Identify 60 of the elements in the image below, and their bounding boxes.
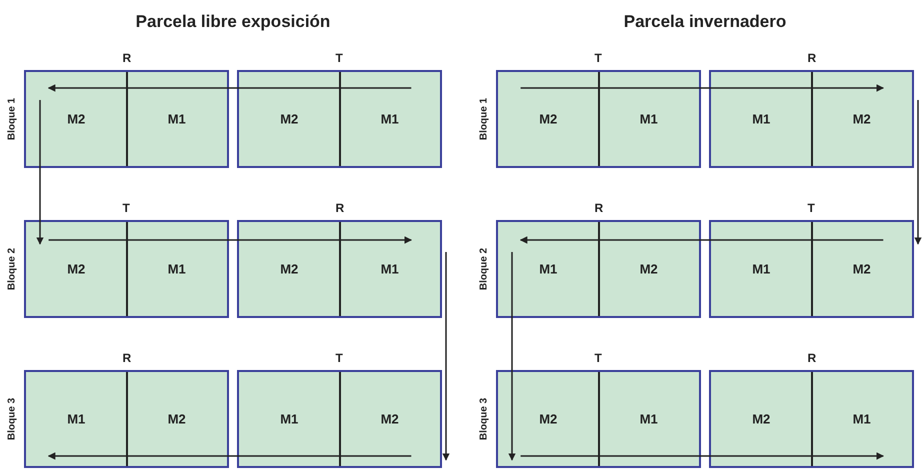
subplot-label: M1 <box>539 262 558 276</box>
subplot-label: M1 <box>752 262 770 276</box>
subplot-label: M2 <box>280 262 298 276</box>
treatment-heading: R <box>808 51 816 65</box>
treatment-heading: T <box>594 51 602 65</box>
treatment-heading: R <box>122 51 132 65</box>
treatment-heading: R <box>594 201 604 215</box>
plot-box <box>709 370 914 468</box>
plot-box <box>496 370 701 468</box>
panel-title: Parcela invernadero <box>624 12 786 32</box>
arrow <box>520 452 884 460</box>
plot-box <box>496 70 701 168</box>
arrow <box>36 100 44 245</box>
treatment-heading: T <box>122 201 130 215</box>
treatment-heading: T <box>808 201 815 215</box>
subplot-label: M2 <box>852 112 871 126</box>
panel-title: Parcela libre exposición <box>136 12 330 32</box>
treatment-heading: R <box>122 351 132 365</box>
subplot-label: M2 <box>67 112 86 126</box>
subplot-label: M2 <box>67 262 86 276</box>
treatment-heading: R <box>336 201 344 215</box>
subplot-label: M2 <box>168 412 186 426</box>
subplot-label: M2 <box>852 262 871 276</box>
subplot-label: M1 <box>380 262 399 276</box>
plot-box <box>496 220 701 318</box>
subplot-label: M1 <box>852 412 871 426</box>
subplot-label: M1 <box>752 112 770 126</box>
treatment-heading: R <box>808 351 816 365</box>
subplot-label: M2 <box>752 412 770 426</box>
treatment-heading: T <box>594 351 602 365</box>
treatment-heading: T <box>336 51 343 65</box>
plot-box <box>24 370 229 468</box>
arrow <box>48 236 412 244</box>
plot-box <box>709 220 914 318</box>
treatment-heading: T <box>336 351 343 365</box>
plot-box <box>709 70 914 168</box>
arrow <box>442 252 450 461</box>
arrow <box>914 100 922 245</box>
subplot-label: M1 <box>640 412 658 426</box>
arrow <box>520 236 884 244</box>
plot-box <box>24 220 229 318</box>
arrow <box>520 84 884 92</box>
subplot-label: M2 <box>280 112 298 126</box>
plot-box <box>237 220 442 318</box>
subplot-label: M1 <box>168 262 186 276</box>
subplot-label: M1 <box>280 412 298 426</box>
plot-box <box>237 70 442 168</box>
arrow <box>508 252 516 461</box>
subplot-label: M1 <box>168 112 186 126</box>
plot-box <box>24 70 229 168</box>
subplot-label: M2 <box>380 412 399 426</box>
subplot-label: M2 <box>539 412 558 426</box>
subplot-label: M1 <box>380 112 399 126</box>
arrow <box>48 84 412 92</box>
subplot-label: M2 <box>640 262 658 276</box>
subplot-label: M1 <box>640 112 658 126</box>
arrow <box>48 452 412 460</box>
plot-box <box>237 370 442 468</box>
subplot-label: M1 <box>67 412 86 426</box>
subplot-label: M2 <box>539 112 558 126</box>
